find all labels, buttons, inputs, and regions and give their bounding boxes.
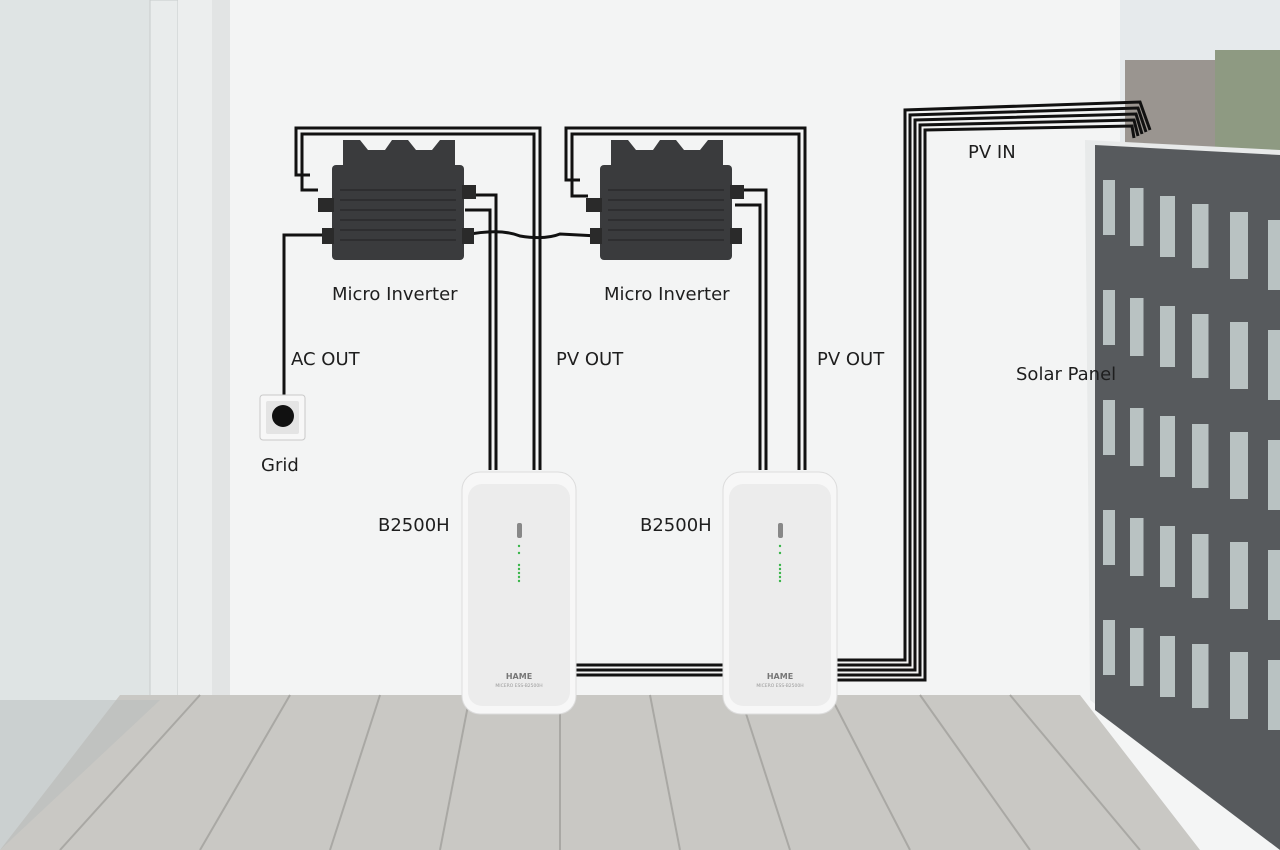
solar-cell — [1192, 314, 1209, 378]
micro-inverter-1 — [318, 140, 476, 260]
solar-cell — [1160, 196, 1175, 257]
solar-cell — [1230, 322, 1248, 389]
pv-in-label: PV IN — [968, 142, 1016, 163]
solar-cell — [1268, 660, 1280, 730]
solar-cell — [1130, 408, 1144, 466]
solar-cell — [1103, 290, 1115, 345]
background-trees — [1215, 50, 1280, 150]
solar-cell — [1160, 636, 1175, 697]
svg-text:MICERO ESS-B2500H: MICERO ESS-B2500H — [495, 683, 542, 689]
solar-cell — [1103, 510, 1115, 565]
ac-out-label: AC OUT — [291, 349, 360, 370]
solar-cell — [1230, 432, 1248, 499]
solar-cell — [1130, 298, 1144, 356]
solar-cell — [1160, 526, 1175, 587]
solar-cell — [1268, 220, 1280, 290]
cables — [282, 100, 1152, 682]
solar-cell — [1192, 204, 1209, 268]
wall — [230, 0, 1120, 700]
solar-cell — [1130, 628, 1144, 686]
solar-cell — [1192, 534, 1209, 598]
floor — [0, 695, 1200, 850]
micro-inverter-2-label: Micro Inverter — [604, 284, 730, 305]
window-frame — [149, 0, 179, 701]
solar-cell — [1130, 518, 1144, 576]
solar-cell — [1230, 212, 1248, 279]
floor-planks — [59, 694, 1141, 850]
solar-cell — [1268, 440, 1280, 510]
battery-2: HAME MICERO ESS-B2500H — [722, 471, 838, 715]
battery-1: HAME MICERO ESS-B2500H — [461, 471, 577, 715]
solar-panel — [1095, 145, 1280, 850]
micro-inverter-1-label: Micro Inverter — [332, 284, 458, 305]
pv-out-2-label: PV OUT — [817, 349, 885, 370]
solar-cell — [1103, 400, 1115, 455]
svg-text:HAME: HAME — [767, 672, 793, 681]
solar-cell — [1103, 620, 1115, 675]
solar-cell — [1230, 652, 1248, 719]
solar-cell — [1130, 188, 1144, 246]
solar-cell — [1192, 644, 1209, 708]
battery-2-label: B2500H — [640, 515, 712, 536]
solar-cell — [1103, 180, 1115, 235]
svg-text:HAME: HAME — [506, 672, 532, 681]
micro-inverter-2 — [586, 140, 744, 260]
solar-panel-label: Solar Panel — [1016, 364, 1117, 385]
solar-cell — [1160, 306, 1175, 367]
solar-cell — [1160, 416, 1175, 477]
solar-panel-cells — [1103, 180, 1280, 730]
solar-cell — [1192, 424, 1209, 488]
grid-socket — [259, 394, 306, 441]
solar-cell — [1230, 542, 1248, 609]
pv-out-1-label: PV OUT — [556, 349, 624, 370]
grid-label: Grid — [261, 455, 299, 476]
solar-cell — [1268, 550, 1280, 620]
solar-cell — [1268, 330, 1280, 400]
battery-1-label: B2500H — [378, 515, 450, 536]
svg-text:MICERO ESS-B2500H: MICERO ESS-B2500H — [756, 683, 803, 689]
background-building — [1125, 60, 1220, 150]
